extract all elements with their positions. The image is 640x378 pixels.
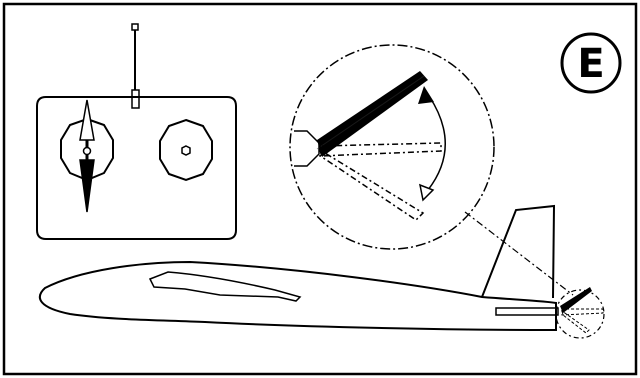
step-badge [560,32,622,94]
airplane [39,204,605,339]
fuselage [39,260,557,332]
hinge-bracket [294,130,320,167]
right-stick-gimbal [159,118,213,182]
antenna-tip [131,23,139,31]
detail-circle [289,44,495,250]
horizontal-stabilizer [495,307,559,316]
travel-down-arrow-icon [418,183,435,202]
elevator-neutral-position [319,142,442,157]
canopy [148,271,302,302]
tail-elevator-up [560,287,592,313]
step-badge-label: E [577,41,605,87]
elevator-down-position [318,148,425,221]
detail-connector-line [464,211,574,296]
stick-down-arrow-icon [79,159,95,213]
left-stick-knob [82,146,92,156]
vertical-stabilizer [481,204,556,299]
magnified-detail [289,44,495,250]
tail-elevator-down [561,309,590,334]
tail-detail-circle [555,289,605,339]
travel-arc [427,95,446,191]
tail-elevator-neutral [561,308,604,316]
travel-up-arrow-icon [418,86,434,104]
transmitter [36,23,237,240]
transmitter-body [36,96,237,240]
right-stick-knob [181,145,191,156]
antenna-base [131,89,140,109]
